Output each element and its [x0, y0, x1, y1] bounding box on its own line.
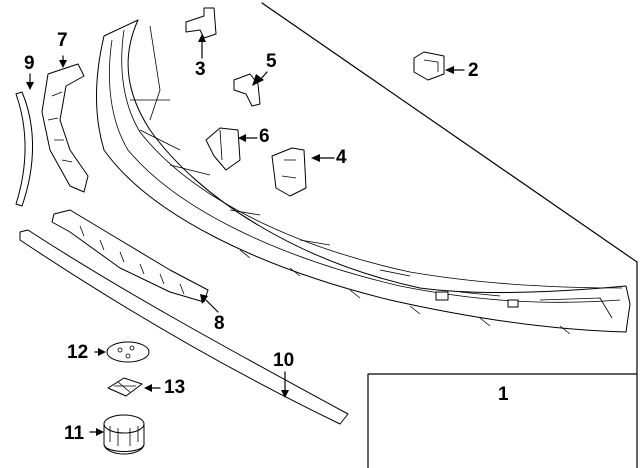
part-7-bracket: [41, 63, 89, 193]
callout-5: 5: [266, 51, 277, 72]
part-4-bracket: [271, 147, 307, 197]
leader-lines: [26, 34, 465, 436]
part-8-reinforcement: [51, 209, 209, 303]
part-3-bracket: [185, 7, 217, 39]
callout-6: 6: [259, 126, 270, 147]
callout-13: 13: [164, 377, 186, 398]
callout-3: 3: [195, 59, 206, 80]
callout-7: 7: [57, 30, 68, 51]
callout-4: 4: [336, 147, 347, 168]
callout-8: 8: [214, 313, 225, 334]
part-2-clip: [413, 51, 445, 81]
callout-11: 11: [64, 423, 85, 444]
callout-2: 2: [468, 60, 479, 81]
callout-12: 12: [67, 342, 89, 363]
bumper-cover: [95, 19, 631, 335]
part-12-nut: [106, 341, 150, 363]
part-11-sensor: [103, 414, 145, 455]
callout-9: 9: [24, 53, 35, 74]
part-9-molding: [15, 91, 34, 207]
callout-10: 10: [273, 350, 295, 371]
callout-1: 1: [498, 384, 509, 405]
part-10-strip: [19, 229, 349, 425]
assembly-boundary: [261, 2, 638, 468]
part-6-bracket: [205, 127, 241, 171]
part-13-clip: [107, 377, 143, 397]
